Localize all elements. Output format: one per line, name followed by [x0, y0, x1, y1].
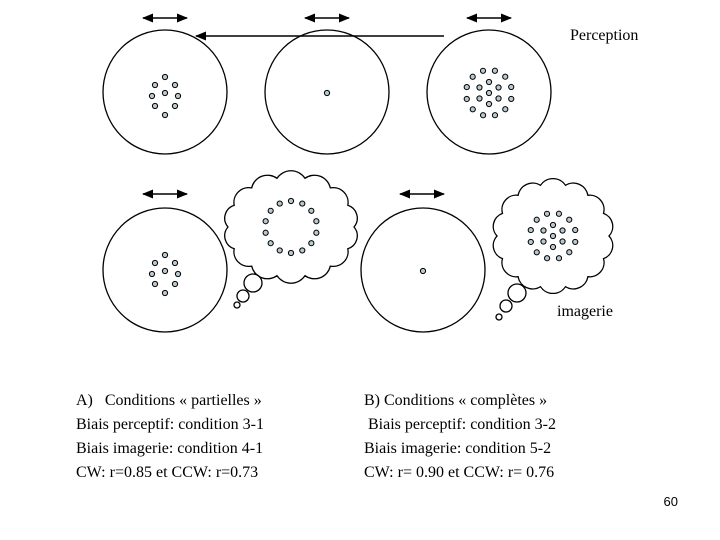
stimulus-dot [463, 95, 470, 103]
stimulus-dot [161, 89, 169, 97]
stimulus-dot [543, 255, 551, 262]
caption-a-line-4: CW: r=0.85 et CCW: r=0.73 [76, 464, 259, 481]
stimulus-dot [151, 280, 159, 288]
page-number: 60 [663, 494, 678, 509]
stimulus-dot [491, 67, 499, 74]
stimulus-dot [151, 259, 159, 267]
imagerie-label: imagerie [557, 303, 613, 320]
stimulus-dot [502, 106, 509, 113]
caption-b-line-3: Biais imagerie: condition 5-2 [364, 440, 552, 457]
thought-bubble-icon [236, 289, 250, 303]
stimulus-dot [171, 259, 179, 267]
stimulus-dot [485, 78, 493, 86]
stimulus-dot [469, 73, 476, 80]
stimulus-dot [549, 243, 557, 251]
stimulus-dot [161, 251, 169, 259]
stimulus-dot [559, 227, 566, 234]
stimulus-dot [533, 216, 540, 223]
stimulus-dot [313, 229, 320, 236]
thought-bubble-icon [243, 273, 263, 293]
stimulus-dot [485, 100, 493, 108]
stimulus-dot [313, 218, 320, 225]
stimulus-dot [419, 267, 427, 275]
caption-b-line-2: Biais perceptif: condition 3-2 [364, 416, 556, 433]
stimulus-dot [549, 221, 557, 229]
stimulus-dot [171, 280, 179, 288]
stimulus-dot [171, 102, 179, 110]
stimulus-dot [508, 83, 515, 91]
stimulus-dot [555, 255, 563, 262]
stimulus-dot [495, 95, 502, 102]
stimulus-dot [543, 210, 551, 217]
caption-a-line-3: Biais imagerie: condition 4-1 [76, 440, 264, 457]
stimulus-dot [262, 218, 269, 225]
stimulus-dot [287, 249, 295, 257]
stimulus-dot [559, 238, 566, 245]
stimulus-dot [463, 83, 470, 91]
stimulus-dot [287, 197, 295, 205]
caption-partial-conditions: A) Conditions « partielles » Biais percep… [76, 389, 264, 485]
stimulus-dot [151, 102, 159, 110]
stimulus-dot [566, 216, 573, 223]
stimulus-dot [267, 207, 274, 214]
stimulus-dot [572, 238, 579, 246]
stimulus-dot [171, 81, 179, 89]
stimulus-dot [469, 106, 476, 113]
stimulus-dot [533, 249, 540, 256]
stimulus-dot [508, 95, 515, 103]
stimulus-dot [540, 227, 547, 234]
stimulus-dot [276, 200, 283, 207]
stimulus-dot [267, 240, 274, 247]
stimulus-dot [527, 226, 534, 234]
thought-bubble-icon [507, 283, 527, 303]
thought-bubble-icon [495, 313, 503, 321]
stimulus-dot [495, 84, 502, 91]
stimulus-dot [502, 73, 509, 80]
stimulus-dot [174, 270, 182, 278]
thought-bubble-icon [224, 170, 358, 284]
stimulus-dot [485, 89, 493, 97]
stimulus-dot [151, 81, 159, 89]
caption-a-line-2: Biais perceptif: condition 3-1 [76, 416, 264, 433]
stimulus-dot [555, 210, 563, 217]
stimulus-dot [299, 200, 306, 207]
caption-b-line-1: B) Conditions « complètes » [364, 392, 548, 409]
stimulus-dot [549, 232, 557, 240]
stimulus-dot [540, 238, 547, 245]
perception-label: Perception [570, 27, 639, 44]
caption-b-line-4: CW: r= 0.90 et CCW: r= 0.76 [364, 464, 555, 481]
stimulus-dot [148, 270, 156, 278]
stimulus-dot [308, 207, 315, 214]
stimulus-dot [491, 112, 499, 119]
stimulus-dot [527, 238, 534, 246]
stimulus-dot [572, 226, 579, 234]
stimulus-dot [476, 84, 483, 91]
stimulus-dot [161, 267, 169, 275]
caption-a-line-1: A) Conditions « partielles » [76, 392, 262, 409]
stimulus-dot [479, 112, 487, 119]
stimulus-dot [299, 247, 306, 254]
thought-bubble-icon [233, 301, 241, 309]
caption-complete-conditions: B) Conditions « complètes » Biais percep… [364, 389, 556, 485]
thought-bubble-icon [499, 299, 513, 313]
stimulus-dot [479, 67, 487, 74]
stimulus-dot [476, 95, 483, 102]
stimulus-dot [262, 229, 269, 236]
stimulus-dot [323, 89, 331, 97]
stimulus-dot [174, 92, 182, 100]
stimulus-dot [148, 92, 156, 100]
stimulus-dot [161, 111, 169, 119]
stimulus-dot [276, 247, 283, 254]
stimulus-dot [566, 249, 573, 256]
stimulus-dot [161, 73, 169, 81]
stimulus-dot [308, 240, 315, 247]
stimulus-dot [161, 289, 169, 297]
